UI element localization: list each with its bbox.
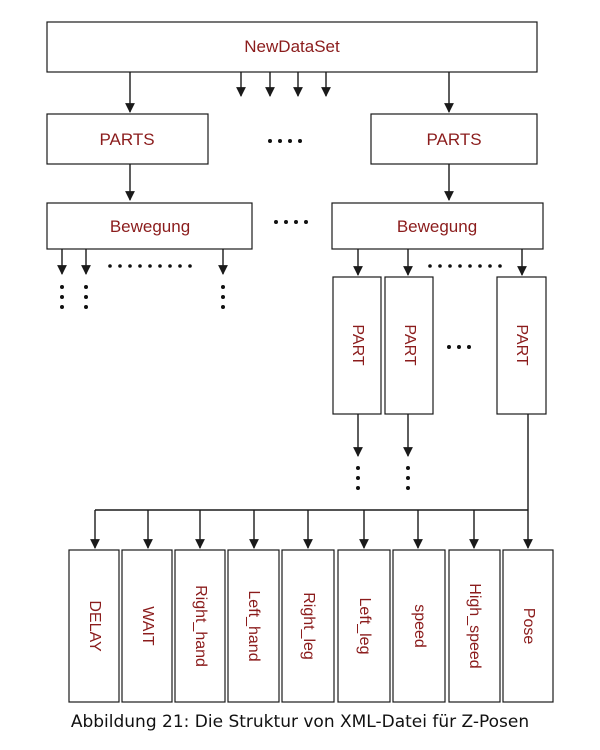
node-bewegung-right: Bewegung bbox=[331, 202, 544, 250]
ellipsis-part bbox=[447, 345, 471, 349]
node-bewegung-right-label: Bewegung bbox=[397, 217, 477, 236]
field-label-high-speed: High_speed bbox=[466, 583, 483, 668]
field-label-left-leg: Left_leg bbox=[356, 598, 373, 655]
field-label-wait: WAIT bbox=[139, 606, 156, 646]
node-bewegung-left-label: Bewegung bbox=[110, 217, 190, 236]
node-parts-right: PARTS bbox=[370, 113, 538, 165]
arrows-bus-to-fields bbox=[90, 510, 533, 549]
field-label-right-hand: Right_hand bbox=[192, 585, 209, 667]
node-bewegung-left: Bewegung bbox=[46, 202, 253, 250]
node-field-right-leg: Right_leg bbox=[281, 549, 335, 703]
ellipsis-bewegung-left-horizontal bbox=[108, 264, 192, 268]
node-field-pose: Pose bbox=[502, 549, 554, 703]
field-label-delay: DELAY bbox=[86, 600, 103, 652]
ellipsis-bewegung bbox=[274, 220, 308, 224]
node-parts-left: PARTS bbox=[46, 113, 209, 165]
arrows-bewegung-left-children bbox=[57, 249, 228, 275]
ellipsis-parts bbox=[268, 139, 302, 143]
node-field-right-hand: Right_hand bbox=[174, 549, 226, 703]
node-part-1: PART bbox=[332, 276, 382, 415]
node-part-3: PART bbox=[496, 276, 547, 415]
node-part-3-label: PART bbox=[513, 324, 530, 365]
node-parts-right-label: PARTS bbox=[426, 130, 481, 149]
arrows-bewegung-to-part bbox=[353, 249, 527, 276]
field-label-left-hand: Left_hand bbox=[245, 590, 262, 661]
node-field-speed: speed bbox=[392, 549, 446, 703]
arrows-part-children bbox=[353, 414, 413, 457]
node-part-1-label: PART bbox=[349, 324, 366, 365]
field-label-right-leg: Right_leg bbox=[300, 592, 317, 660]
node-field-delay: DELAY bbox=[68, 549, 120, 703]
ellipsis-bewegung-left-vertical bbox=[60, 285, 225, 309]
node-field-left-leg: Left_leg bbox=[337, 549, 391, 703]
figure-caption: Abbildung 21: Die Struktur von XML-Datei… bbox=[70, 712, 530, 732]
node-parts-left-label: PARTS bbox=[99, 130, 154, 149]
ellipsis-part-children bbox=[356, 466, 410, 490]
ellipsis-bewegung-right-horizontal bbox=[428, 264, 502, 268]
node-part-2: PART bbox=[384, 276, 434, 415]
node-field-high-speed: High_speed bbox=[448, 549, 501, 703]
node-newdataset-label: NewDataSet bbox=[244, 37, 340, 56]
node-field-left-hand: Left_hand bbox=[227, 549, 280, 703]
field-label-speed: speed bbox=[411, 604, 428, 648]
field-label-pose: Pose bbox=[520, 608, 537, 645]
arrows-root-extra bbox=[236, 72, 331, 97]
node-field-wait: WAIT bbox=[121, 549, 173, 703]
node-part-2-label: PART bbox=[401, 324, 418, 365]
node-newdataset: NewDataSet bbox=[46, 21, 538, 73]
